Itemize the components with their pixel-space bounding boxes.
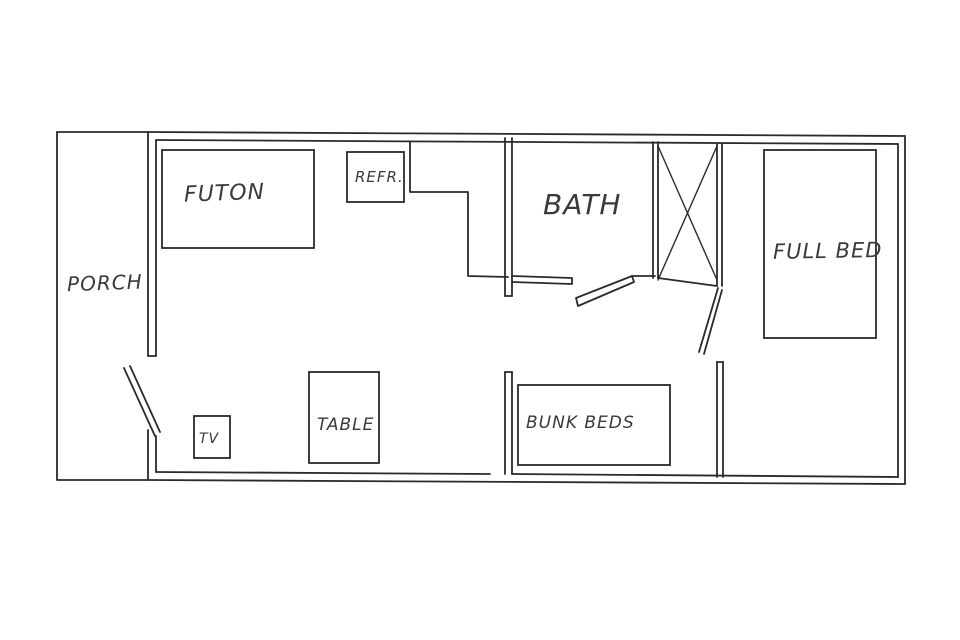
kitchen-partition bbox=[409, 141, 509, 278]
table-label: TABLE bbox=[317, 415, 374, 435]
futon bbox=[161, 149, 315, 249]
bunk-beds-label: BUNK BEDS bbox=[526, 413, 635, 433]
outer-walls bbox=[147, 131, 906, 485]
porch-label: PORCH bbox=[67, 270, 143, 297]
porch-area bbox=[56, 131, 149, 481]
table bbox=[308, 371, 380, 464]
futon-label: FUTON bbox=[184, 180, 266, 208]
front-door bbox=[123, 365, 161, 437]
full-bed-label: FULL BED bbox=[773, 238, 883, 264]
tv-label: TV bbox=[199, 431, 220, 447]
refrigerator bbox=[346, 151, 405, 203]
bath-walls bbox=[504, 137, 656, 307]
full-bed bbox=[763, 149, 877, 339]
bath-label: BATH bbox=[543, 188, 621, 221]
refrigerator-label: REFR. bbox=[355, 168, 404, 186]
tv-stand bbox=[193, 415, 231, 459]
bedroom-door bbox=[698, 287, 723, 355]
bunk-beds bbox=[517, 384, 671, 466]
closet bbox=[652, 141, 723, 287]
lower-walls bbox=[504, 361, 724, 478]
